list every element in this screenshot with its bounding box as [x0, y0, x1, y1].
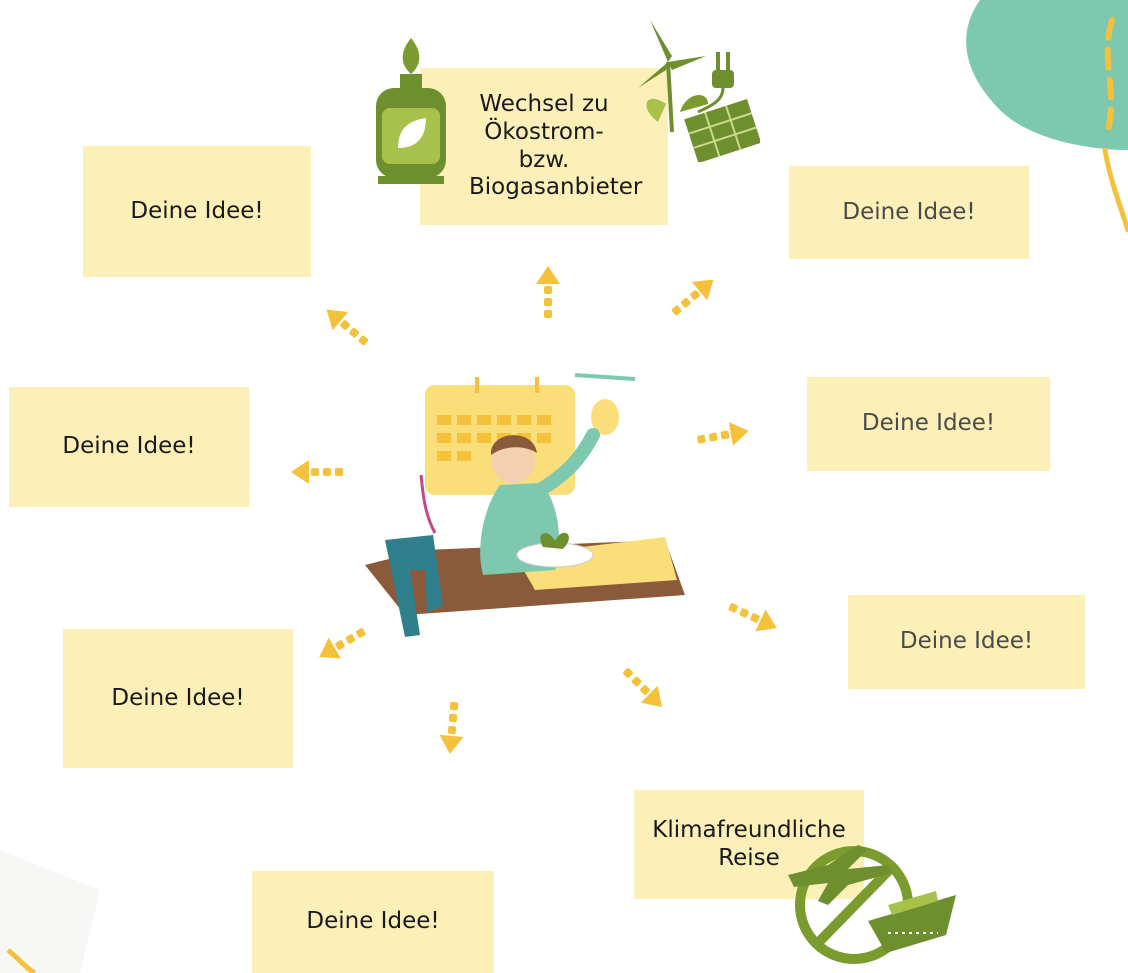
arrow-up [536, 266, 560, 318]
arrow-left [291, 460, 343, 484]
arrow-down-right [725, 595, 782, 639]
arrow-right [695, 419, 750, 452]
arrow-down [438, 701, 466, 755]
arrow-down-left [313, 621, 370, 668]
arrow-up-left [319, 300, 374, 352]
arrow-down-right-2 [617, 662, 671, 716]
arrow-up-right [666, 270, 721, 322]
